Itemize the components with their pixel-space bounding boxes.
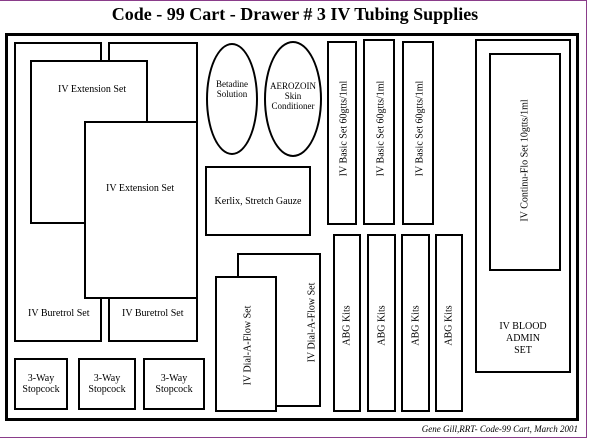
- stopcock-2: 3-Way Stopcock: [78, 358, 136, 410]
- stopcock-2-label: 3-Way Stopcock: [88, 373, 126, 395]
- abg-3-label: ABG Kits: [410, 305, 422, 346]
- stopcock-3-label: 3-Way Stopcock: [155, 373, 193, 395]
- iv-basic-set-3: IV Basic Set 60gtts/1ml: [402, 41, 434, 225]
- abg-kit-4: ABG Kits: [435, 234, 463, 412]
- blood-admin-label: IV BLOOD ADMIN SET: [499, 321, 547, 356]
- dial-a-flow-front: IV Dial-A-Flow Set: [215, 276, 277, 412]
- iv-basic-2-label: IV Basic Set 60gtts/1ml: [375, 80, 387, 177]
- extension-set-front: IV Extension Set: [84, 121, 198, 299]
- kerlix-stretch-gauze: Kerlix, Stretch Gauze: [205, 166, 311, 236]
- betadine-solution: Betadine Solution: [206, 43, 258, 155]
- stopcock-1-label: 3-Way Stopcock: [22, 373, 60, 395]
- buretrol-right-label: IV Buretrol Set: [122, 308, 184, 319]
- abg-kit-3: ABG Kits: [401, 234, 430, 412]
- iv-continu-flo-set: IV Continu-Flo Set 10gtts/1ml: [489, 53, 561, 271]
- extension-front-label: IV Extension Set: [106, 183, 175, 194]
- footer-credit: Gene Gill,RRT- Code-99 Cart, March 2001: [421, 424, 578, 434]
- page-title: Code - 99 Cart - Drawer # 3 IV Tubing Su…: [111, 4, 479, 24]
- iv-basic-3-label: IV Basic Set 60gtts/1ml: [414, 80, 426, 177]
- abg-2-label: ABG Kits: [376, 305, 388, 346]
- abg-1-label: ABG Kits: [341, 305, 353, 346]
- betadine-label: Betadine Solution: [216, 79, 248, 99]
- iv-basic-set-2: IV Basic Set 60gtts/1ml: [363, 39, 395, 225]
- extension-top-label: IV Extension Set: [58, 84, 127, 95]
- dial-a-flow-front-label: IV Dial-A-Flow Set: [242, 305, 254, 386]
- aerozoin-label: AEROZOIN Skin Conditioner: [270, 81, 316, 111]
- abg-4-label: ABG Kits: [443, 305, 455, 346]
- continu-flo-label: IV Continu-Flo Set 10gtts/1ml: [519, 99, 531, 222]
- kerlix-label: Kerlix, Stretch Gauze: [214, 195, 302, 207]
- abg-kit-2: ABG Kits: [367, 234, 396, 412]
- buretrol-left-label: IV Buretrol Set: [28, 308, 90, 319]
- aerozoin-skin-conditioner: AEROZOIN Skin Conditioner: [264, 41, 322, 157]
- stopcock-3: 3-Way Stopcock: [143, 358, 205, 410]
- iv-basic-set-1: IV Basic Set 60gtts/1ml: [327, 41, 357, 225]
- iv-basic-1-label: IV Basic Set 60gtts/1ml: [338, 80, 350, 177]
- dial-a-flow-back-label: IV Dial-A-Flow Set: [306, 282, 318, 363]
- drawer-tray: [5, 33, 579, 421]
- abg-kit-1: ABG Kits: [333, 234, 361, 412]
- stopcock-1: 3-Way Stopcock: [14, 358, 68, 410]
